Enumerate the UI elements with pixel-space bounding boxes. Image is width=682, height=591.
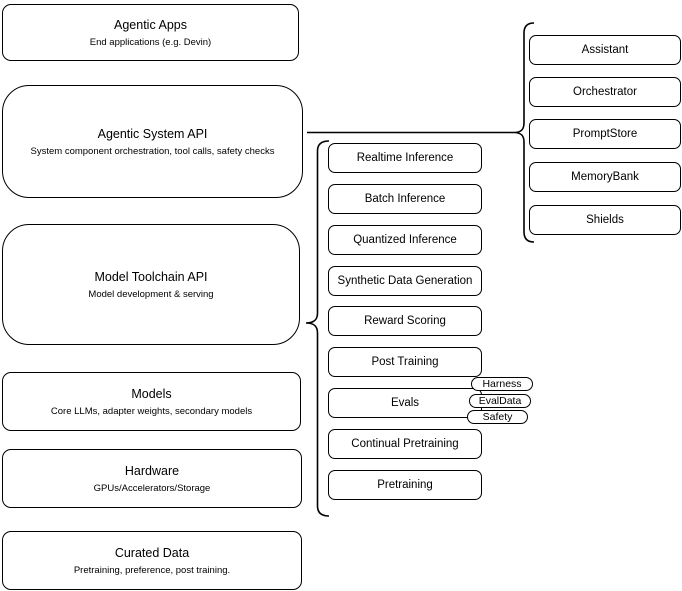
box-batch-inference: Batch Inference (328, 184, 482, 214)
box-label: Quantized Inference (353, 233, 457, 246)
box-title: Model Toolchain API (94, 269, 208, 284)
box-subtitle: Core LLMs, adapter weights, secondary mo… (50, 405, 253, 417)
box-title: Hardware (124, 463, 180, 478)
box-label: Synthetic Data Generation (337, 274, 473, 287)
box-agentic-system-api: Agentic System API System component orch… (2, 85, 303, 198)
box-curated-data: Curated Data Pretraining, preference, po… (2, 531, 302, 590)
box-realtime-inference: Realtime Inference (328, 143, 482, 173)
box-promptstore: PromptStore (529, 119, 681, 149)
box-label: Post Training (371, 355, 439, 368)
box-label: Shields (586, 213, 624, 226)
box-evals: Evals (328, 388, 482, 418)
box-title: Agentic Apps (114, 17, 187, 32)
tag-evaldata: EvalData (469, 394, 531, 408)
tag-harness: Harness (471, 377, 533, 391)
box-title: Models (131, 386, 172, 401)
box-subtitle: System component orchestration, tool cal… (30, 145, 275, 157)
box-label: Orchestrator (573, 85, 637, 98)
box-reward-scoring: Reward Scoring (328, 306, 482, 336)
box-quantized-inference: Quantized Inference (328, 225, 482, 255)
box-subtitle: Model development & serving (88, 288, 214, 300)
tag-label: Safety (482, 410, 513, 423)
box-label: Assistant (581, 43, 629, 56)
box-model-toolchain-api: Model Toolchain API Model development & … (2, 224, 300, 345)
box-pretraining: Pretraining (328, 470, 482, 500)
box-subtitle: Pretraining, preference, post training. (73, 564, 231, 576)
toolchain-brace (305, 140, 330, 517)
box-shields: Shields (529, 205, 681, 235)
box-orchestrator: Orchestrator (529, 77, 681, 107)
box-hardware: Hardware GPUs/Accelerators/Storage (2, 449, 302, 508)
box-label: Realtime Inference (356, 151, 454, 164)
box-label: Pretraining (377, 478, 433, 491)
box-label: MemoryBank (571, 170, 639, 183)
box-label: Reward Scoring (364, 314, 446, 327)
tag-label: Harness (482, 377, 522, 390)
box-subtitle: GPUs/Accelerators/Storage (93, 482, 211, 494)
box-assistant: Assistant (529, 35, 681, 65)
box-subtitle: End applications (e.g. Devin) (89, 36, 212, 48)
box-label: Batch Inference (364, 192, 446, 205)
box-models: Models Core LLMs, adapter weights, secon… (2, 372, 301, 431)
box-post-training: Post Training (328, 347, 482, 377)
tag-safety: Safety (467, 410, 528, 424)
box-title: Agentic System API (97, 126, 208, 141)
box-label: Evals (390, 396, 420, 409)
box-label: PromptStore (572, 127, 638, 140)
box-continual-pretraining: Continual Pretraining (328, 429, 482, 459)
system-components-brace (513, 22, 535, 243)
box-memorybank: MemoryBank (529, 162, 681, 192)
box-synthetic-data-generation: Synthetic Data Generation (328, 266, 482, 296)
box-label: Continual Pretraining (351, 437, 459, 450)
box-title: Curated Data (114, 545, 190, 560)
box-agentic-apps: Agentic Apps End applications (e.g. Devi… (2, 4, 299, 61)
tag-label: EvalData (478, 394, 522, 407)
